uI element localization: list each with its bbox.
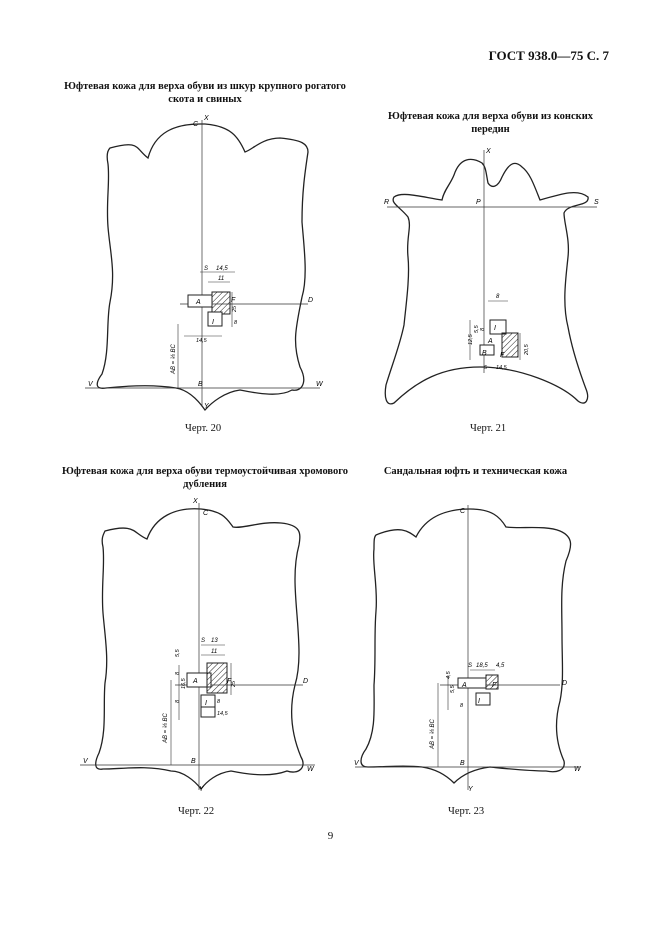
label-w: W <box>574 766 582 773</box>
dim-8: 25 <box>231 680 237 688</box>
dim-7: 8 <box>217 699 221 705</box>
label-a: A <box>192 678 198 685</box>
dim-3: 5,5 <box>175 648 181 657</box>
dim-1: 8 <box>496 294 500 300</box>
label-r: R <box>384 199 389 206</box>
label-y: Y <box>199 786 205 793</box>
figure-22-diagram: X C S A F D I V W B Y 13 11 5,5 8 16,5 8… <box>80 498 315 793</box>
figure-20-title: Юфтевая кожа для верха обуви из шкур кру… <box>64 81 346 106</box>
label-v: V <box>83 758 89 765</box>
dim-2: 12,5 <box>468 333 474 345</box>
label-c: C <box>203 510 209 517</box>
label-a: A <box>487 338 493 345</box>
hide-outline-22 <box>95 508 304 791</box>
label-x: X <box>203 115 209 122</box>
label-d: D <box>303 678 308 685</box>
dim-4: 8 <box>234 320 238 326</box>
label-d: D <box>308 297 313 304</box>
label-p: P <box>476 199 481 206</box>
label-s: S <box>201 638 205 644</box>
dim-5: 20,5 <box>524 343 530 356</box>
figure-23-diagram: C S A F D I V W B Y 18,5 4,5 4,5 5,5 8 A… <box>354 505 582 793</box>
figure-21-caption: Черт. 21 <box>470 423 507 434</box>
hide-outline-21 <box>384 158 589 405</box>
dim-3: 25 <box>232 305 238 313</box>
figure-21-diagram: R P S X I A B F 8 12,5 5,5 8 20,5 14,5 5 <box>384 148 599 405</box>
dim-ab: AB = ⅓ BC <box>163 712 169 744</box>
label-i: I <box>494 325 496 332</box>
dim-5: 16,5 <box>181 677 187 689</box>
page-number: 9 <box>327 830 334 842</box>
dim-5: 14,5 <box>196 338 208 344</box>
label-b: B <box>198 381 203 388</box>
label-f: F <box>227 678 232 685</box>
page-header: ГОСТ 938.0—75 С. 7 <box>488 48 609 63</box>
dim-ab: AB = ⅓ BC <box>171 343 177 375</box>
hide-outline-23 <box>360 508 572 784</box>
label-i: I <box>205 700 207 707</box>
label-c: C <box>193 121 199 128</box>
label-w: W <box>307 766 315 773</box>
figure-22-caption: Черт. 22 <box>178 806 215 817</box>
label-f: F <box>492 682 497 689</box>
dim-3: 4,5 <box>446 670 452 679</box>
label-f: F <box>500 352 505 359</box>
figure-23-title: Сандальная юфть и техническая кожа <box>383 466 568 477</box>
label-s: S <box>594 199 599 206</box>
label-v: V <box>354 760 360 767</box>
dim-1: 18,5 <box>476 663 488 669</box>
hide-outline-20 <box>96 123 309 412</box>
label-a: A <box>461 682 467 689</box>
label-w: W <box>316 381 324 388</box>
dim-1: 13 <box>211 638 218 644</box>
label-d: D <box>562 680 567 687</box>
dim-3: 5,5 <box>474 324 480 333</box>
label-f: F <box>231 297 236 304</box>
label-b: B <box>482 350 487 357</box>
label-i: I <box>212 319 214 326</box>
figure-20-diagram: C X D V W B Y S A F I 14,5 11 25 8 14,5 … <box>85 115 324 412</box>
dim-5: 8 <box>460 703 464 709</box>
label-x: X <box>485 148 491 155</box>
dim-4: 8 <box>480 327 486 331</box>
label-s: S <box>468 663 472 669</box>
dim-4: 5,5 <box>450 684 456 693</box>
label-b: B <box>191 758 196 765</box>
dim-7: 5 <box>484 365 488 371</box>
figure-20-caption: Черт. 20 <box>185 423 222 434</box>
label-v: V <box>88 381 94 388</box>
label-i: I <box>478 698 480 705</box>
dim-6: 14,5 <box>496 365 508 371</box>
label-y: Y <box>204 403 210 410</box>
figure-23-caption: Черт. 23 <box>448 806 485 817</box>
dim-ab: AB = ⅓ BC <box>430 718 436 750</box>
figure-22-title: Юфтевая кожа для верха обуви термоустойч… <box>61 466 349 491</box>
dim-6: 8 <box>175 699 181 703</box>
label-x: X <box>192 498 198 505</box>
dim-2: 11 <box>211 649 217 655</box>
label-s: S <box>204 266 208 272</box>
dim-2: 11 <box>218 276 224 282</box>
label-y: Y <box>468 786 474 793</box>
dim-2: 4,5 <box>496 663 505 669</box>
label-c: C <box>460 508 466 515</box>
figure-21-title: Юфтевая кожа для верха обуви из конских … <box>388 111 593 136</box>
dim-4: 8 <box>175 671 181 675</box>
label-a: A <box>195 299 201 306</box>
label-b: B <box>460 760 465 767</box>
dim-1: 14,5 <box>216 266 228 272</box>
dim-9: 14,5 <box>217 711 229 717</box>
